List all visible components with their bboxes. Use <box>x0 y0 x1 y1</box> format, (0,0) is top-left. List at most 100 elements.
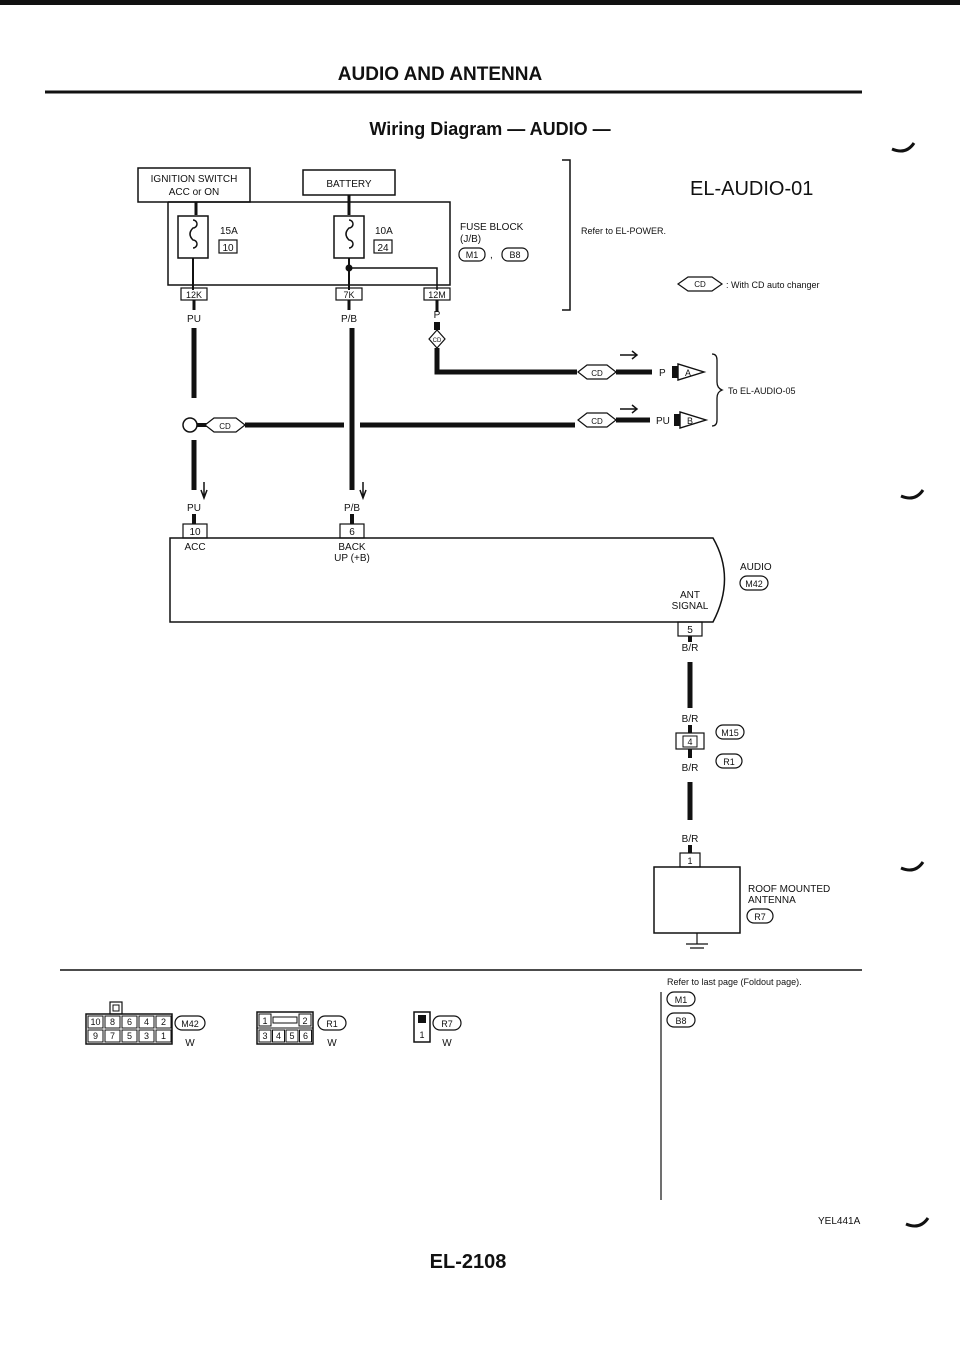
connector-m42-top-4-pin: 2 <box>161 1017 166 1027</box>
battery-label: BATTERY <box>326 179 372 190</box>
connector-m42-latch <box>109 1001 123 1015</box>
audio-pin-backup-number: 6 <box>349 527 355 538</box>
direction-arrow-b-icon <box>620 404 639 414</box>
connector-r1-bottom-1-cell <box>272 1029 285 1043</box>
terminal-12k-label: 12K <box>186 290 202 300</box>
to-audio-05-label: To EL-AUDIO-05 <box>728 386 796 396</box>
joint-conn-r1 <box>715 753 743 769</box>
connector-r7-pin: 1 <box>419 1030 424 1040</box>
wire-color-br-4: B/R <box>682 834 699 845</box>
splice-branch-wire <box>349 267 438 290</box>
audio-ant-label-1: ANT <box>680 590 700 601</box>
fuse-block-jb: (J/B) <box>460 234 481 245</box>
connector-m42-color: W <box>185 1038 195 1049</box>
terminal-12m-label: 12M <box>428 290 446 300</box>
connector-m42-bottom-1-cell <box>104 1029 121 1043</box>
p-cd-pin <box>672 366 678 378</box>
p-cd-wire <box>434 348 577 375</box>
connector-r1-latch <box>272 1016 298 1024</box>
connector-m42-top-3-pin: 4 <box>144 1017 149 1027</box>
connector-m42-tag <box>174 1015 206 1031</box>
corner-mark-2-icon <box>900 489 925 500</box>
antenna-conn-r7-label: R7 <box>754 912 766 922</box>
connector-m42-top-0-cell <box>87 1015 104 1029</box>
connector-m42-bottom-4-cell <box>155 1029 172 1043</box>
connector-r1-color: W <box>327 1038 337 1049</box>
joint-pin-box <box>682 735 698 748</box>
connector-r1-bottom-2-cell <box>285 1029 299 1043</box>
fuse-10a-num-box <box>373 239 393 254</box>
top-edge-rule <box>0 0 960 5</box>
connector-r1-bottom-3-pin: 6 <box>303 1031 308 1041</box>
connector-r7-name: R7 <box>441 1019 453 1029</box>
fuse-15a-icon <box>189 219 198 249</box>
ignition-switch-state: ACC or ON <box>169 187 220 198</box>
audio-acc-label: ACC <box>184 542 205 553</box>
connector-r1-tag <box>317 1015 347 1031</box>
section-title: AUDIO AND ANTENNA <box>338 64 543 85</box>
footer-ref-b8-label: B8 <box>675 1016 686 1026</box>
fuse-block-sep: , <box>490 250 493 261</box>
audio-pin-ant-number: 5 <box>687 625 693 636</box>
connector-m42-bottom-2-cell <box>121 1029 138 1043</box>
fuse-block-label: FUSE BLOCK <box>460 222 524 233</box>
flow-arrow-pu-icon <box>200 482 208 501</box>
fuse-15a-num-box <box>218 239 238 254</box>
cd-mark-p-right-label: CD <box>591 369 603 378</box>
connector-m42-name: M42 <box>181 1019 199 1029</box>
footer-ref-m1 <box>666 991 696 1007</box>
audio-unit-box <box>169 537 726 623</box>
audio-ant-label-2: SIGNAL <box>672 601 709 612</box>
terminal-7k-label: 7K <box>343 290 354 300</box>
fuse-block-conn-m1-label: M1 <box>466 250 479 260</box>
joint-conn-m15 <box>715 724 745 740</box>
connector-m42-top-1-pin: 8 <box>110 1017 115 1027</box>
connector-r1-bottom-3-cell <box>299 1029 312 1043</box>
connector-r7-latch <box>418 1015 426 1023</box>
footer-ref-m1-label: M1 <box>675 995 688 1005</box>
connector-r1-bottom-2-pin: 5 <box>289 1031 294 1041</box>
connector-r1-bottom-1-pin: 4 <box>276 1031 281 1041</box>
connector-m42-bottom-0-pin: 9 <box>93 1031 98 1041</box>
wire-color-p-top: P <box>434 310 441 321</box>
connector-m42-bottom-3-pin: 3 <box>144 1031 149 1041</box>
connector-r1-bottom-0-pin: 3 <box>262 1031 267 1041</box>
diagram-code: EL-AUDIO-01 <box>690 178 813 200</box>
footer-ref-b8 <box>666 1012 696 1028</box>
fuse-10a-amp: 10A <box>375 226 393 237</box>
fuse-15a-amp: 15A <box>220 226 238 237</box>
cd-mark-p-top-label: CD <box>433 338 442 344</box>
connector-r1-pin-1: 1 <box>262 1016 267 1026</box>
antenna-box <box>653 866 741 934</box>
connector-m42-bottom-1-pin: 7 <box>110 1031 115 1041</box>
connector-r1-bottom-0-cell <box>258 1029 272 1043</box>
audio-conn-m42-label: M42 <box>745 579 763 589</box>
wire-color-br-1: B/R <box>682 643 699 654</box>
to-bracket <box>711 353 724 427</box>
connector-r1-cell-2 <box>298 1013 312 1027</box>
connector-r7: 1 R7 W <box>413 1011 462 1049</box>
ground-icon <box>686 943 708 949</box>
antenna-label-1: ROOF MOUNTED <box>748 884 830 895</box>
wire-color-br-3: B/R <box>682 763 699 774</box>
cd-legend-mark-label: CD <box>694 280 706 289</box>
joint-conn-r1-label: R1 <box>723 757 735 767</box>
connector-m42-top-3-cell <box>138 1015 155 1029</box>
cd-legend-mark <box>676 276 724 292</box>
connector-m42-top-2-pin: 6 <box>127 1017 132 1027</box>
connector-m42-body <box>85 1013 173 1045</box>
power-bracket <box>562 159 571 311</box>
arrow-b-icon <box>679 411 709 429</box>
connector-m42-bottom-3-cell <box>138 1029 155 1043</box>
fuse-block-conn-b8 <box>501 247 529 262</box>
refer-power-text: Refer to EL-POWER. <box>581 226 666 236</box>
audio-conn-m42 <box>739 575 769 591</box>
antenna-label-2: ANTENNA <box>748 895 796 906</box>
connector-r1-pin-2: 2 <box>302 1016 307 1026</box>
connector-r1-cell-1 <box>258 1013 272 1027</box>
connector-m42-bottom-4-pin: 1 <box>161 1031 166 1041</box>
fuse-15a-number: 10 <box>222 243 234 254</box>
antenna-pin-number: 1 <box>687 856 692 866</box>
fuse-15a <box>177 215 209 259</box>
